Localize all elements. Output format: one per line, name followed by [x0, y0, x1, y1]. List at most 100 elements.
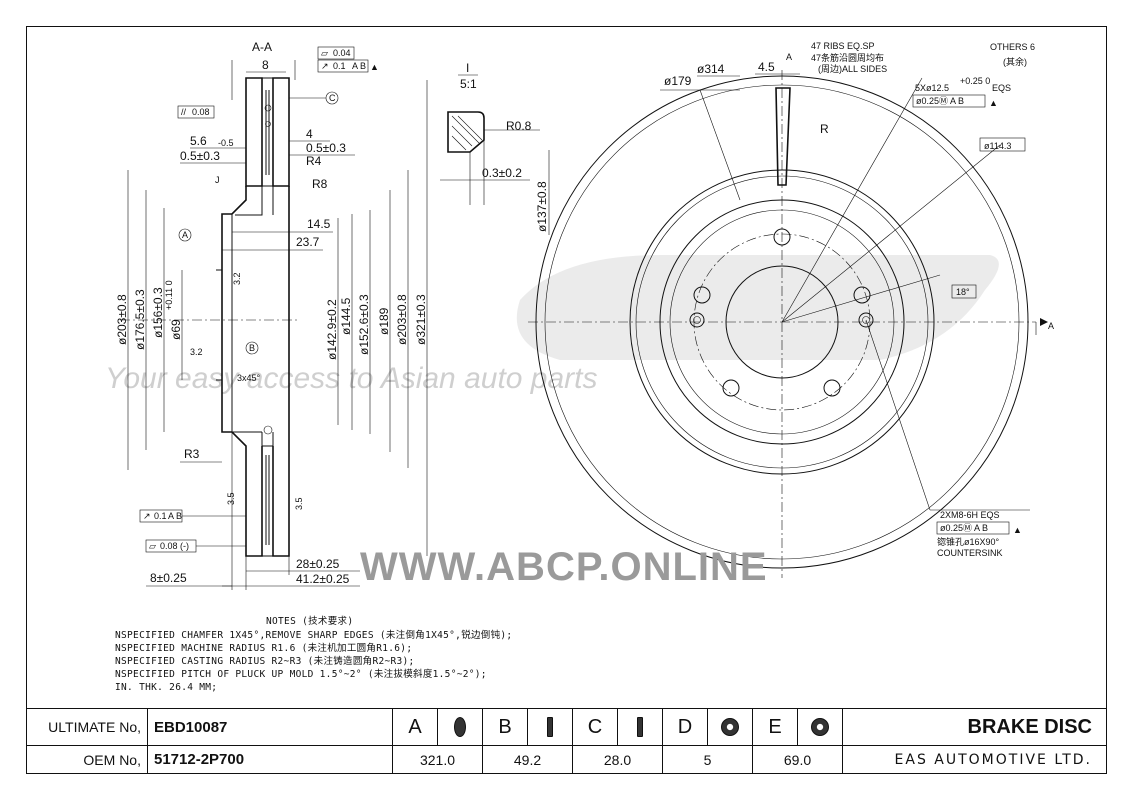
- front-datum-a: A: [786, 52, 792, 62]
- dim-d69: ø69: [169, 319, 183, 340]
- watermark-slogan: Your easy access to Asian auto parts: [105, 362, 598, 395]
- dim-d314: ø314: [697, 62, 725, 76]
- roughness-3-2-a: 3.2: [232, 272, 242, 285]
- radius-r8: R8: [312, 177, 328, 191]
- svg-text:▱: ▱: [321, 48, 328, 58]
- param-value-b: 49.2: [482, 745, 573, 774]
- ribs-chinese: 47条筋沿圆周均布: [811, 52, 884, 63]
- company-name: EAS AUTOMOTIVE LTD.: [842, 745, 1107, 774]
- dim-4: 4: [306, 127, 313, 141]
- dim-05-left: 0.5±0.3: [180, 149, 220, 163]
- note-line: NSPECIFIED CHAMFER 1X45°,REMOVE SHARP ED…: [115, 629, 512, 641]
- rib-radius-r: R: [820, 122, 829, 136]
- roughness-3-5-b: 3.5: [294, 497, 304, 510]
- dim-d142-9: ø142.9±0.2: [325, 299, 339, 360]
- dim-d179: ø179: [664, 74, 692, 88]
- dim-d152-6: ø152.6±0.3: [357, 294, 371, 355]
- svg-text:↗: ↗: [321, 61, 329, 71]
- dim-23-7: 23.7: [296, 235, 320, 249]
- dim-14-5: 14.5: [307, 217, 331, 231]
- svg-text:▲: ▲: [1013, 525, 1022, 535]
- detail-r0-8: R0.8: [506, 119, 532, 133]
- runout-tolerance-bottom: 0.1: [154, 511, 167, 521]
- dim-d176-5: ø176.5±0.3: [133, 289, 147, 350]
- dim-28: 28±0.25: [296, 557, 340, 571]
- disc-height-icon: [527, 707, 573, 747]
- disc-diameter-icon: [437, 707, 483, 747]
- param-letter-e: E: [752, 707, 798, 747]
- param-value-e: 69.0: [752, 745, 843, 774]
- others-chinese: (其余): [1003, 56, 1027, 67]
- center-bore-icon: [797, 707, 843, 747]
- disc-front-view: [528, 70, 1048, 578]
- radius-r3: R3: [184, 447, 200, 461]
- datum-a-bubble: A: [182, 230, 188, 240]
- param-value-a: 321.0: [392, 745, 483, 774]
- all-sides-note: (周边)ALL SIDES: [818, 64, 887, 74]
- note-line: NSPECIFIED PITCH OF PLUCK UP MOLD 1.5°~2…: [115, 668, 487, 680]
- ultimate-number: EBD10087: [147, 707, 393, 747]
- detail-profile: [447, 111, 485, 205]
- detail-scale: 5:1: [460, 77, 477, 91]
- dim-d144-5: ø144.5: [339, 297, 353, 335]
- datum-b-bubble: B: [249, 343, 255, 353]
- disc-thickness-icon: [617, 707, 663, 747]
- dim-4-5: 4.5: [758, 60, 775, 74]
- radius-r4: R4: [306, 154, 322, 168]
- flatness-tolerance: 0.04: [333, 48, 351, 58]
- dim-d203-left: ø203±0.8: [115, 294, 129, 345]
- svg-text:▲: ▲: [989, 98, 998, 108]
- detail-label: I: [466, 61, 469, 75]
- detail-d0-3: 0.3±0.2: [482, 166, 522, 180]
- roughness-3-2-b: 3.2: [190, 347, 203, 357]
- title-block: ULTIMATE No, EBD10087 A B C D E BRAKE DI…: [26, 707, 1107, 774]
- parallel-tolerance: 0.08: [192, 107, 210, 117]
- eas-watermark-logo: [516, 255, 999, 360]
- ultimate-label: ULTIMATE No,: [26, 707, 148, 747]
- section-title: A-A: [252, 40, 272, 54]
- dim-d69-tol: +0.11 0: [164, 280, 174, 310]
- dim-depth-5-6: 5.6: [190, 134, 207, 148]
- dim-05-right: 0.5±0.3: [306, 141, 346, 155]
- param-letter-b: B: [482, 707, 528, 747]
- dim-d203-right: ø203±0.8: [395, 294, 409, 345]
- bolt-holes-icon: [707, 707, 753, 747]
- countersink-chinese: 锪锥孔ø16X90°: [937, 536, 1000, 547]
- countersink-note: COUNTERSINK: [937, 548, 1003, 558]
- flatness-bottom: 0.08 (-): [160, 541, 189, 551]
- runout-datum-top: A B: [352, 61, 366, 71]
- note-line: NSPECIFIED MACHINE RADIUS R1.6 (未注机加工圆角R…: [115, 642, 412, 654]
- detail-d137: ø137±0.8: [535, 181, 549, 232]
- svg-text:↗: ↗: [143, 511, 151, 521]
- dim-41-2: 41.2±0.25: [296, 572, 350, 586]
- section-a-marker: A: [1048, 321, 1054, 331]
- holes-tol: +0.25 0: [960, 76, 990, 86]
- dim-d189: ø189: [377, 307, 391, 335]
- roughness-3-5-a: 3.5: [226, 492, 236, 505]
- detail-marker-j: J: [215, 175, 220, 185]
- thread-position-tol: ø0.25Ⓜ A B: [940, 523, 988, 533]
- holes-spec: 5Xø12.5: [915, 83, 949, 93]
- svg-text://: //: [181, 107, 187, 117]
- dim-d114-3: ø114.3: [984, 141, 1011, 151]
- oem-label: OEM No,: [26, 745, 148, 774]
- svg-text:▲: ▲: [370, 62, 379, 72]
- notes-title: NOTES (技术要求): [266, 615, 353, 627]
- dim-d156: ø156±0.3: [151, 287, 165, 338]
- datum-c: C: [329, 93, 336, 103]
- others-note: OTHERS 6: [990, 42, 1035, 52]
- holes-position-tol: ø0.25Ⓜ A B: [916, 96, 964, 106]
- ribs-english: 47 RIBS EQ.SP: [811, 41, 875, 51]
- angle-18: 18°: [956, 287, 970, 297]
- param-letter-a: A: [392, 707, 438, 747]
- param-value-c: 28.0: [572, 745, 663, 774]
- holes-eqs: EQS: [992, 83, 1011, 93]
- disc-section-profile: [216, 77, 290, 557]
- note-line: IN. THK. 26.4 MM;: [115, 682, 217, 693]
- oem-number: 51712-2P700: [147, 745, 393, 774]
- chamfer-3x45: 3x45°: [237, 373, 261, 383]
- dim-8-bottom: 8±0.25: [150, 571, 187, 585]
- svg-text:▱: ▱: [149, 541, 156, 551]
- drawing-frame: [26, 26, 1107, 774]
